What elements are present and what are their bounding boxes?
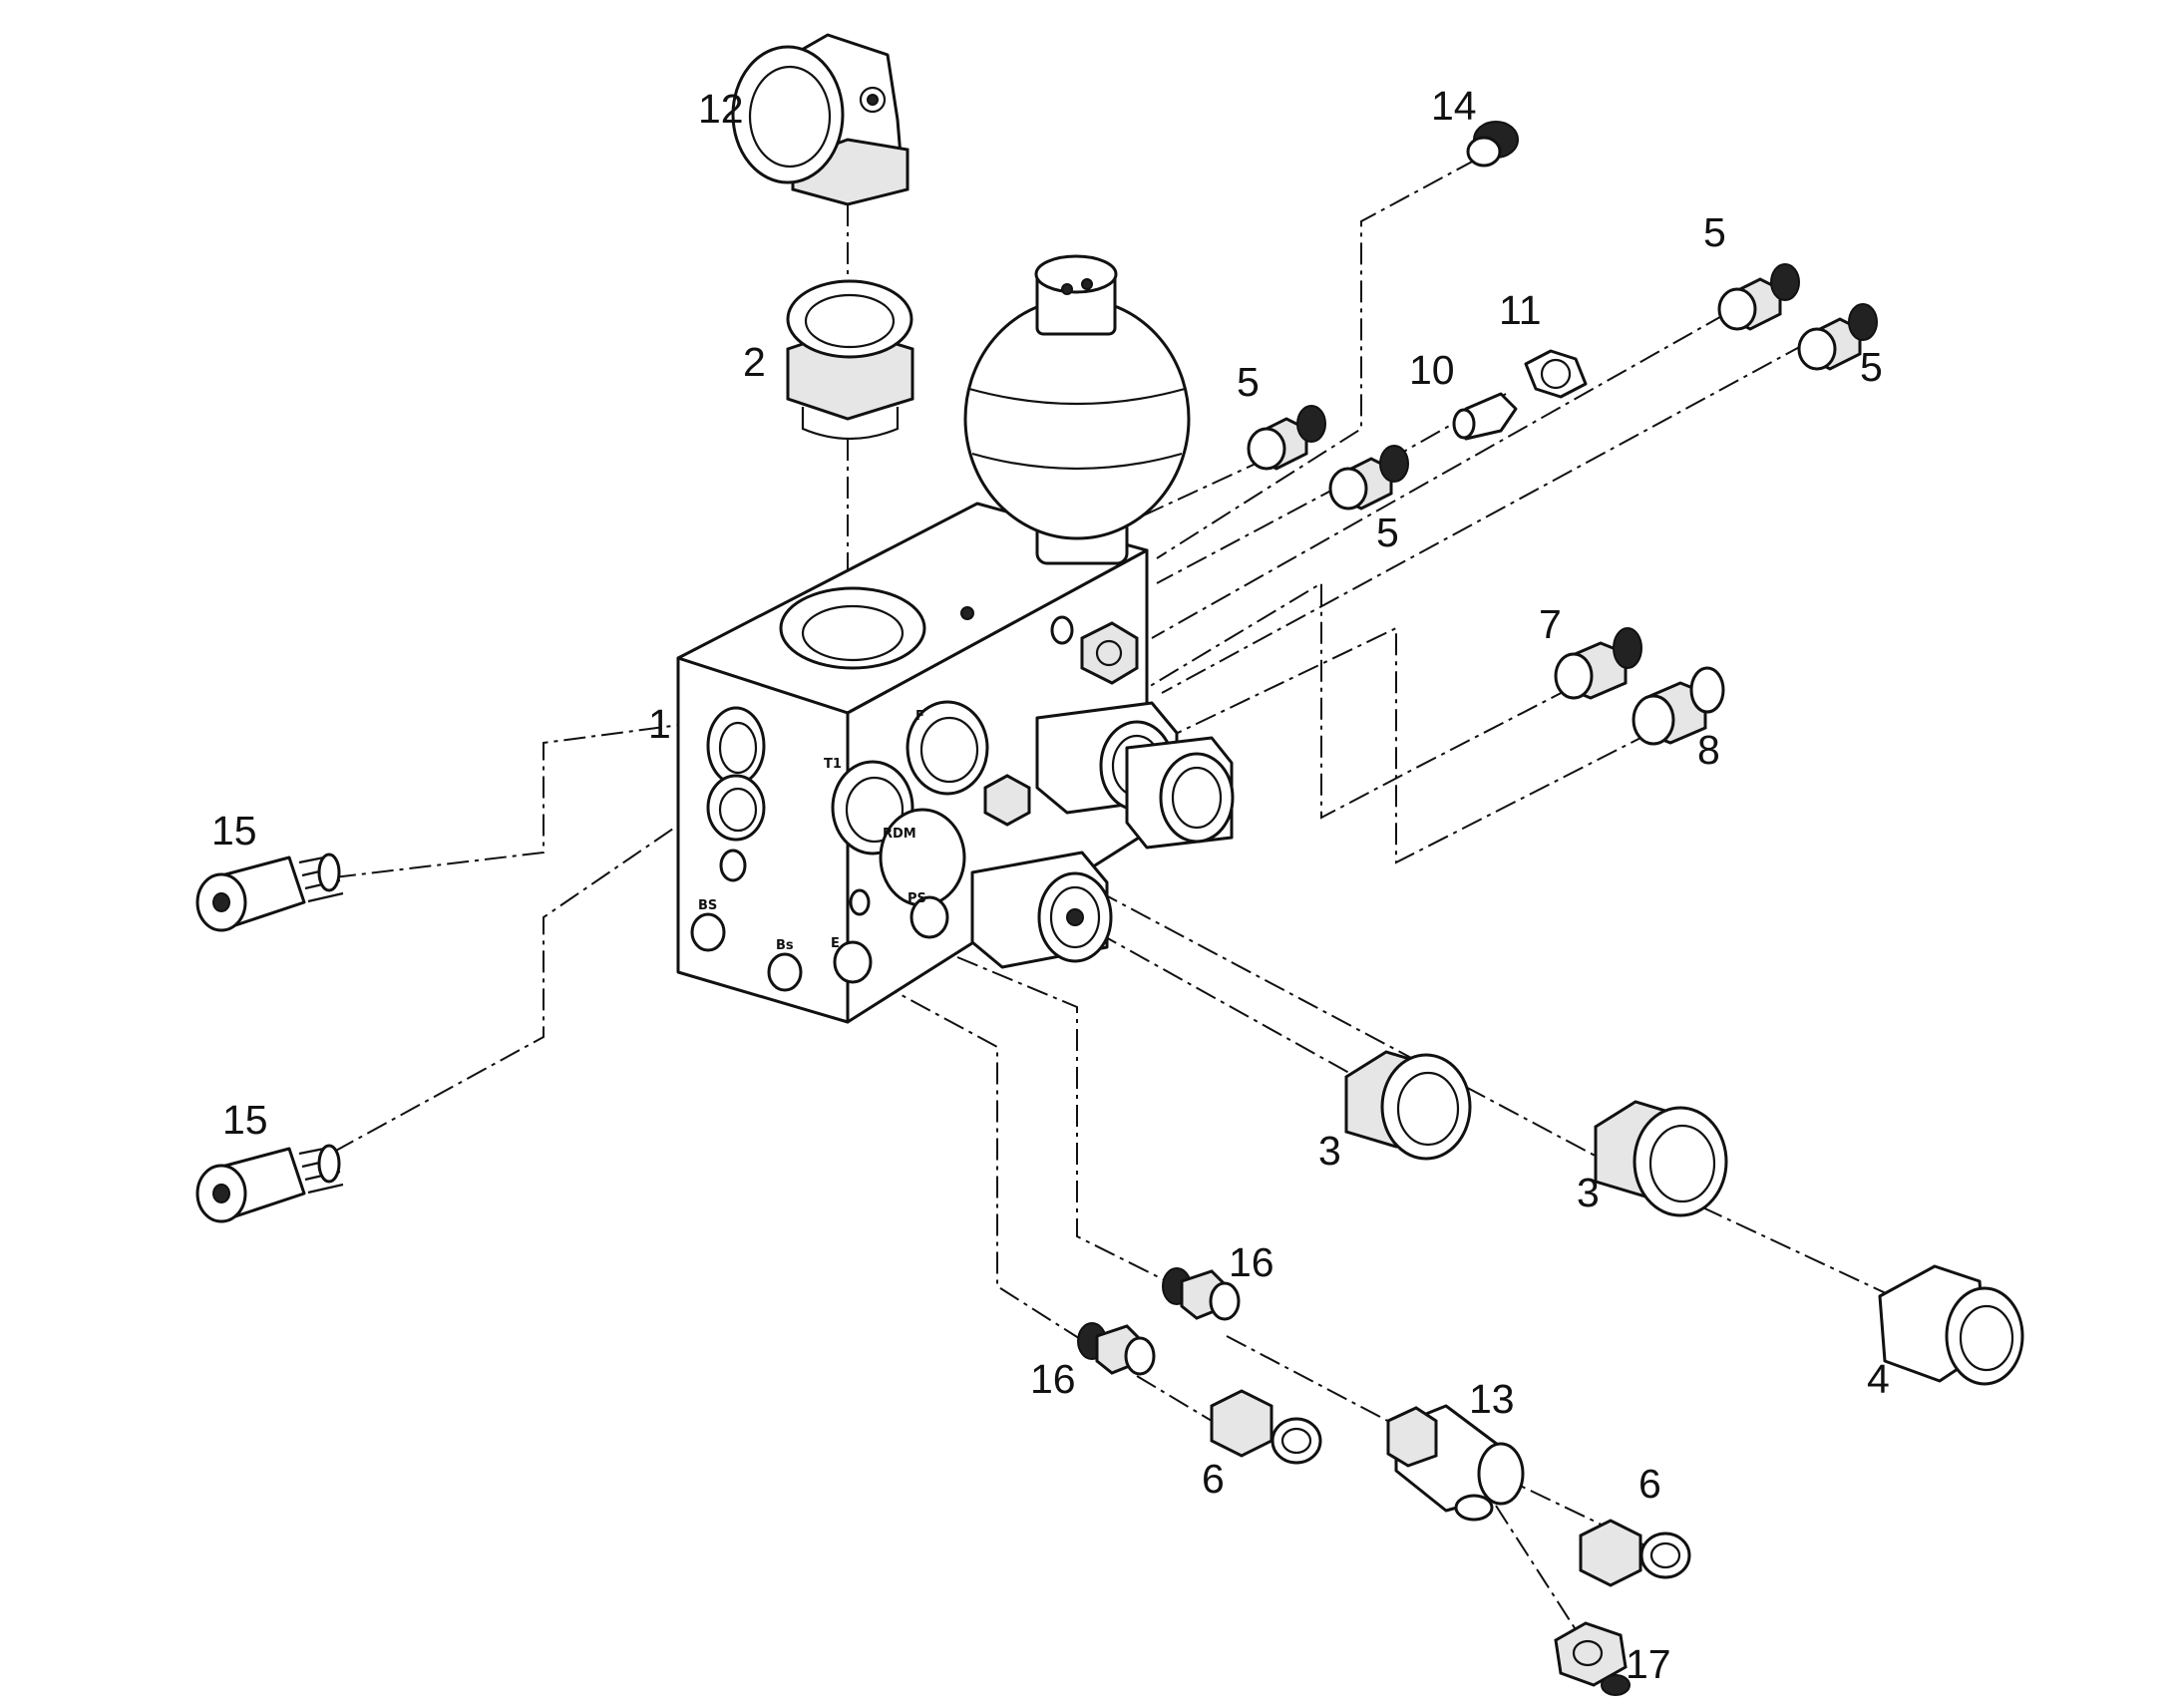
callout-13: 13 (1469, 1376, 1515, 1422)
hex-plug-mid (983, 774, 1031, 827)
part-6a-elbow (1210, 1389, 1322, 1465)
leader-3b-4 (996, 837, 1936, 1317)
leader-16a (956, 956, 1198, 1297)
leader-5c (1151, 313, 1726, 639)
callout-7: 7 (1539, 601, 1562, 647)
small-hole-mid (849, 888, 871, 916)
part-15a-cartridge (195, 853, 344, 932)
part-6b-elbow (1579, 1519, 1691, 1587)
callouts: 12 2 14 5 5 5 5 10 11 7 8 1 15 15 3 3 4 … (211, 83, 1890, 1687)
callout-15-top: 15 (211, 808, 257, 854)
callout-2: 2 (743, 339, 766, 385)
leader-17 (1495, 1505, 1587, 1646)
part-13-tee (1386, 1404, 1525, 1522)
leader-14 (1156, 159, 1477, 559)
leader-16b (877, 981, 1108, 1357)
part-3a-adapter (1344, 1050, 1472, 1161)
accumulator (963, 254, 1191, 565)
callout-12: 12 (698, 86, 744, 132)
leader-3a (1096, 931, 1357, 1078)
callout-5-mid: 5 (1376, 510, 1399, 555)
callout-11: 11 (1499, 287, 1542, 333)
callout-5-right: 5 (1860, 344, 1883, 390)
leader-7 (1146, 581, 1572, 820)
left-small-port (719, 849, 747, 882)
label-ps: PS (908, 891, 926, 906)
label-rdm: RDM (883, 827, 916, 842)
port-f-inner (919, 716, 979, 784)
solenoid-right (1125, 736, 1235, 850)
small-hole-right (1050, 615, 1074, 645)
solenoid-lower (970, 851, 1113, 969)
part-8-fitting (1632, 666, 1725, 746)
label-bs: BS (698, 898, 717, 913)
part-11-nut (1524, 349, 1588, 399)
callout-5-top: 5 (1703, 209, 1726, 255)
leader-15a (333, 717, 734, 878)
callout-1: 1 (648, 701, 671, 747)
callout-17: 17 (1626, 1641, 1671, 1687)
part-10-cone (1452, 392, 1518, 441)
callout-14: 14 (1431, 83, 1477, 129)
part-15b-cartridge (195, 1144, 344, 1223)
part-2-adapter (786, 279, 914, 441)
callout-15-bottom: 15 (222, 1097, 268, 1143)
hex-plug-top (1080, 621, 1139, 685)
label-f: F (915, 709, 924, 724)
callout-10: 10 (1409, 347, 1455, 393)
leader-5a (1136, 458, 1268, 519)
callout-5-left: 5 (1237, 359, 1260, 405)
callout-4: 4 (1867, 1356, 1890, 1402)
part-4-elbow (1878, 1264, 2024, 1386)
top-port (779, 586, 926, 670)
leader-5d (1161, 343, 1806, 694)
port-bs2 (767, 952, 803, 992)
callout-3-left: 3 (1318, 1128, 1341, 1174)
part-5c-fitting (1717, 263, 1800, 331)
part-5a-fitting (1247, 405, 1326, 471)
port-ps (909, 895, 949, 939)
callout-16-bottom: 16 (1030, 1356, 1076, 1402)
callout-8: 8 (1697, 727, 1720, 773)
accumulator-seam (968, 387, 1186, 406)
port-e (833, 940, 873, 984)
callout-3-right: 3 (1577, 1170, 1600, 1215)
part-16b-fitting (1077, 1322, 1156, 1376)
part-16a-fitting (1162, 1267, 1241, 1321)
top-port-inner (801, 604, 905, 662)
left-port-lower (706, 774, 766, 842)
part-7-fitting (1554, 627, 1642, 700)
accumulator-seam-2 (971, 452, 1183, 471)
port-t1-inner (845, 776, 905, 844)
part-17-plug (1554, 1621, 1631, 1696)
top-hole (960, 606, 974, 620)
part-5b-fitting (1328, 445, 1409, 511)
part-3b-adapter (1594, 1100, 1728, 1217)
port-bs (690, 912, 726, 952)
leader-8 (1156, 626, 1651, 864)
part-14-plug (1466, 121, 1519, 168)
leader-15b (333, 787, 734, 1153)
label-bs2: Bs (776, 938, 794, 953)
left-port-upper-inner (718, 721, 758, 775)
leader-13-6 (1226, 1335, 1656, 1551)
label-t1: T1 (824, 757, 842, 772)
callout-6-right: 6 (1638, 1461, 1661, 1507)
callout-6-left: 6 (1202, 1456, 1225, 1502)
accumulator-cap (1034, 254, 1118, 294)
block-left-face (676, 656, 850, 1024)
left-port-lower-inner (718, 787, 758, 833)
part-12-elbow-fitting (731, 33, 909, 206)
part-5d-fitting (1797, 303, 1878, 371)
callout-16-top: 16 (1229, 1239, 1274, 1285)
manifold-block: BS Bs T1 F RDM E PS (676, 502, 1235, 1024)
label-e: E (831, 936, 840, 951)
hex-plug-top-inner (1095, 639, 1123, 667)
